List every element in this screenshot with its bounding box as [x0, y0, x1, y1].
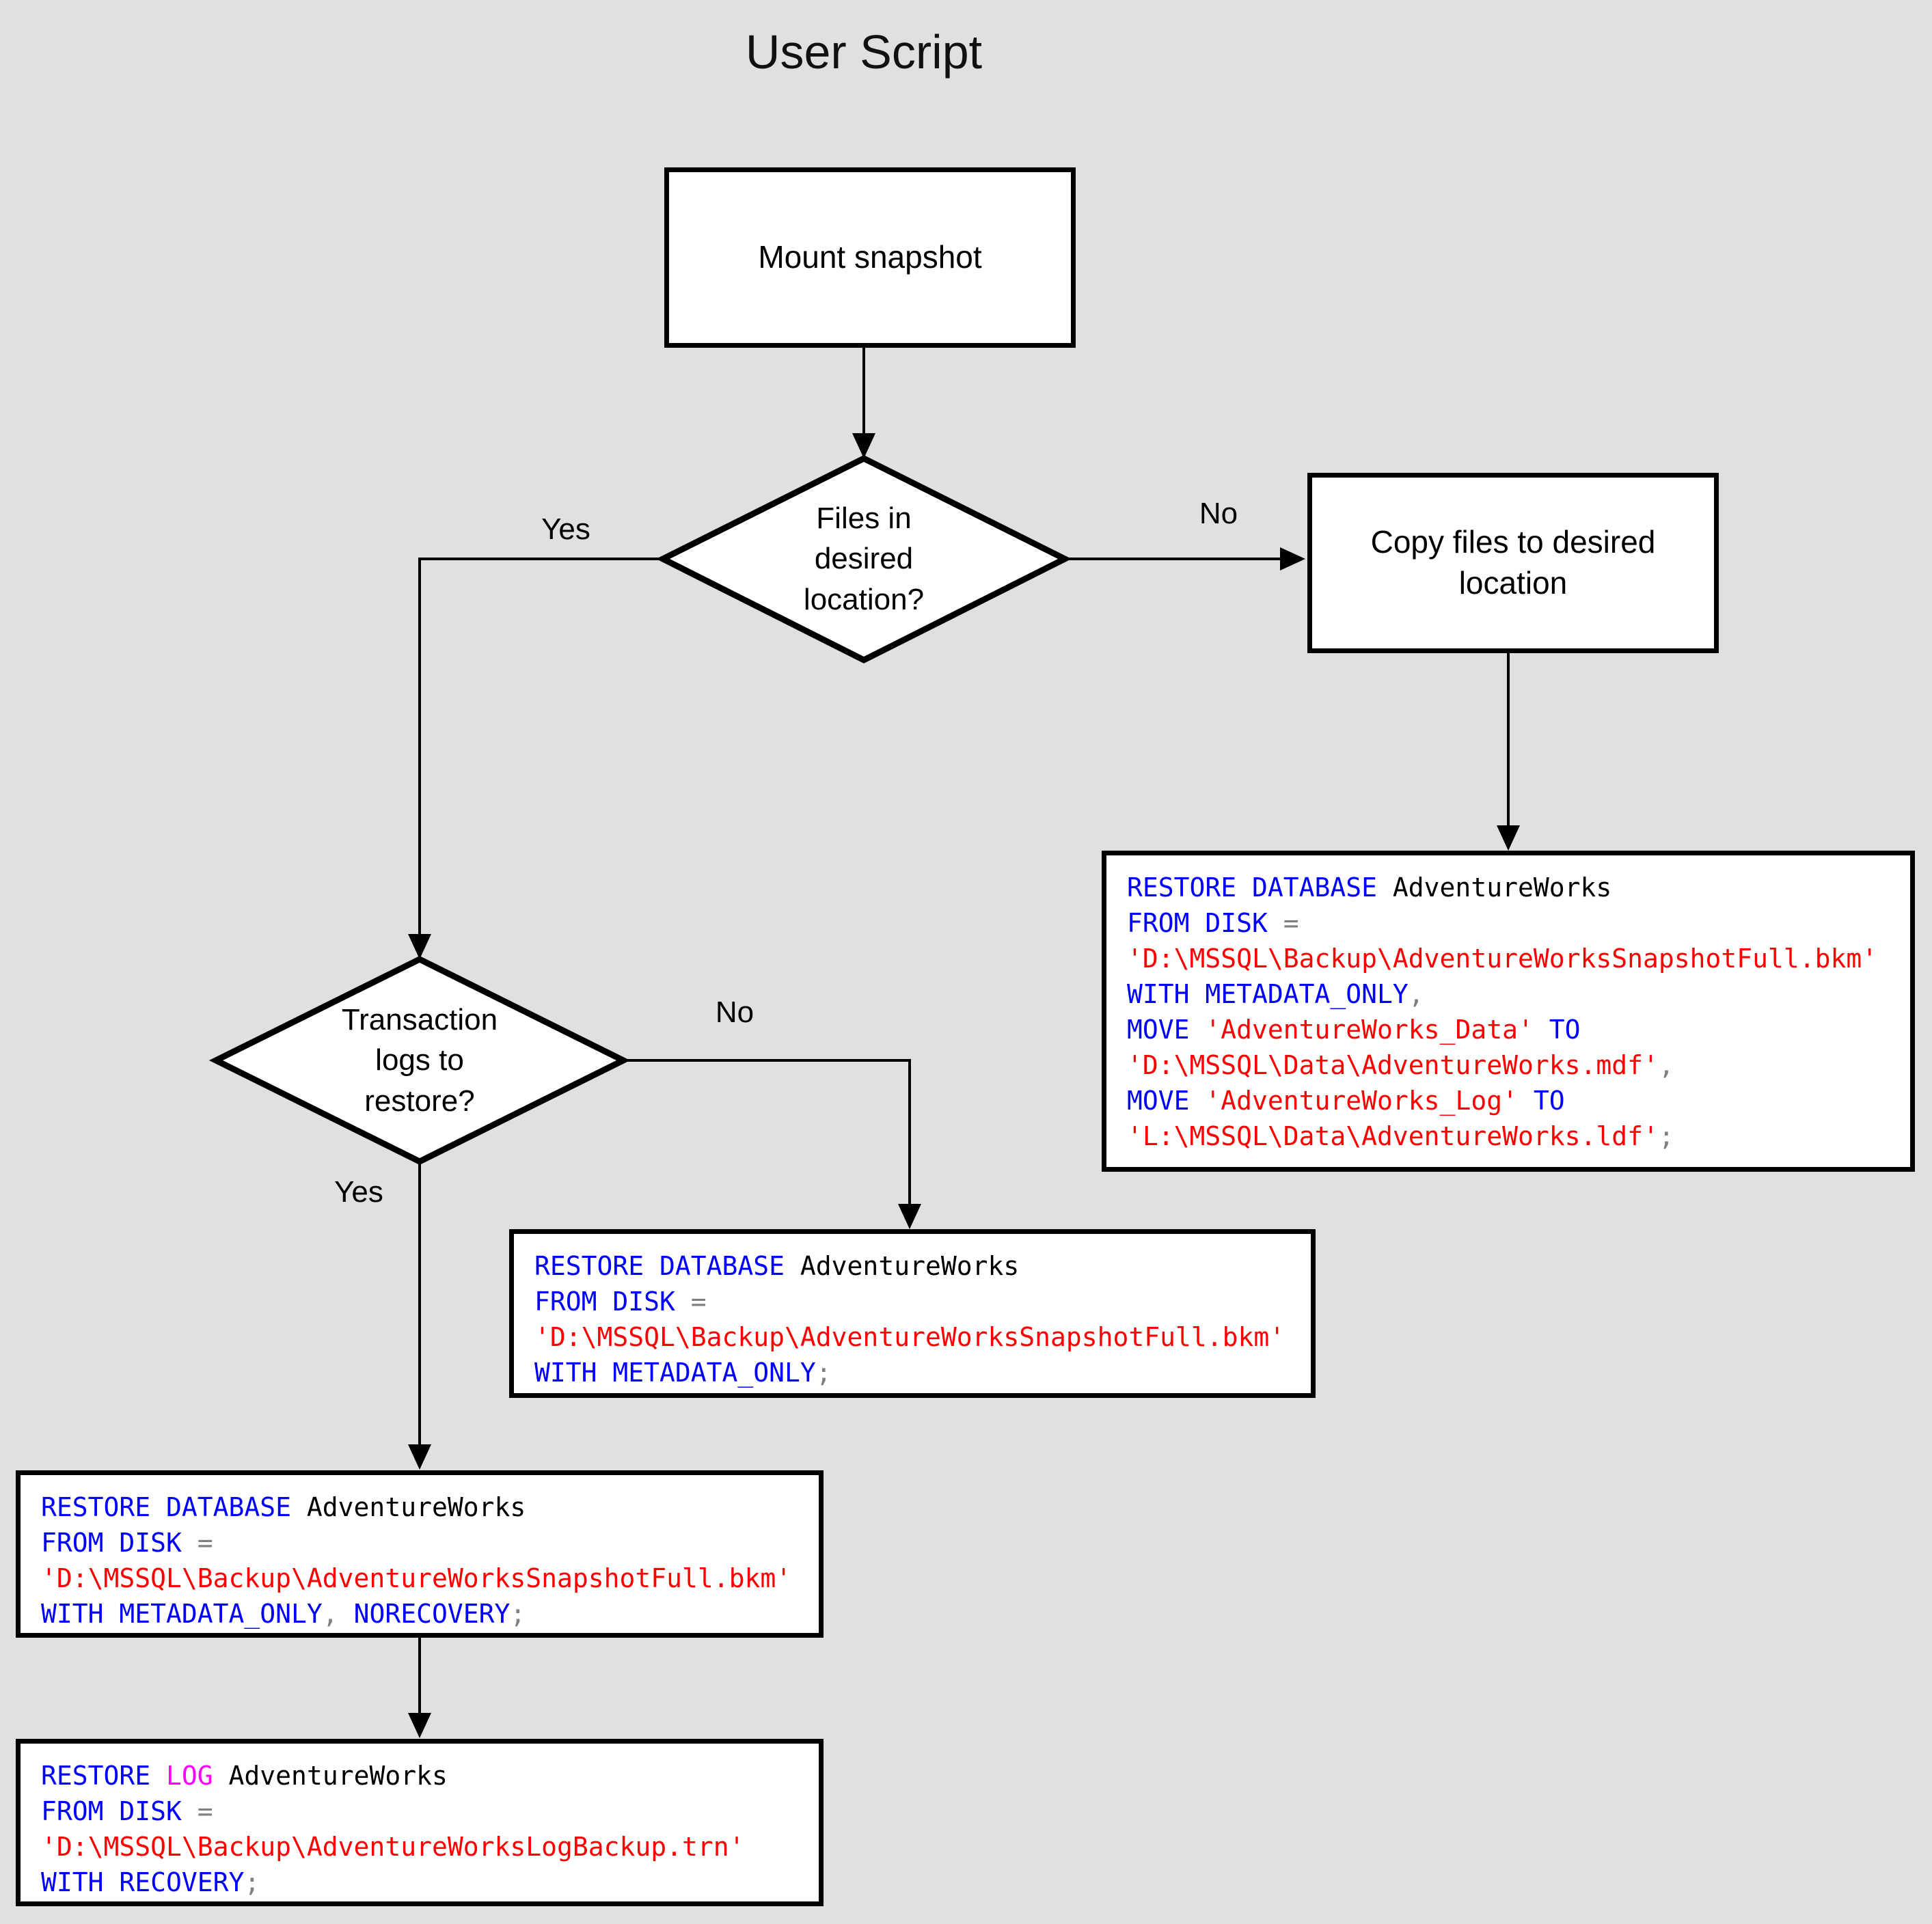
files-decision-diamond — [655, 454, 1072, 664]
code-line: RESTORE DATABASE AdventureWorks — [534, 1251, 1020, 1281]
arrow-logs-no — [623, 1059, 911, 1207]
node-copy-files-label: Copy files to desired location — [1370, 524, 1656, 601]
code-line: WITH METADATA_ONLY, NORECOVERY; — [41, 1599, 526, 1629]
edge-label-logs-yes: Yes — [334, 1175, 383, 1209]
code-line: 'D:\MSSQL\Data\AdventureWorks.mdf', — [1127, 1050, 1674, 1080]
code-line: 'D:\MSSQL\Backup\AdventureWorksSnapshotF… — [41, 1563, 792, 1593]
arrowhead-logs-yes — [408, 1444, 431, 1470]
edge-label-logs-no: No — [715, 995, 754, 1029]
files-decision-label: Files in desired location? — [803, 501, 925, 616]
code-line: MOVE 'AdventureWorks_Data' TO — [1127, 1015, 1581, 1045]
arrowhead-files-no — [1280, 547, 1305, 571]
node-copy-files: Copy files to desired location — [1307, 473, 1719, 653]
arrowhead-logs-no — [898, 1204, 921, 1229]
code-line: WITH RECOVERY; — [41, 1867, 260, 1897]
code-line: 'D:\MSSQL\Backup\AdventureWorksLogBackup… — [41, 1832, 745, 1862]
code-line: 'L:\MSSQL\Data\AdventureWorks.ldf'; — [1127, 1121, 1674, 1151]
node-mount-snapshot-label: Mount snapshot — [758, 239, 982, 275]
code-line: FROM DISK = — [1127, 908, 1299, 938]
code-line: 'D:\MSSQL\Backup\AdventureWorksSnapshotF… — [1127, 944, 1878, 974]
code-line: 'D:\MSSQL\Backup\AdventureWorksSnapshotF… — [534, 1322, 1285, 1352]
edge-label-files-yes: Yes — [541, 512, 590, 546]
arrowhead-files-yes — [408, 934, 431, 959]
arrow-files-yes — [418, 558, 663, 937]
node-mount-snapshot: Mount snapshot — [664, 167, 1076, 348]
code-line: WITH METADATA_ONLY, — [1127, 979, 1424, 1009]
logs-decision-diamond — [208, 955, 631, 1166]
page-title: User Script — [745, 25, 983, 79]
logs-decision-label: Transaction logs to restore? — [341, 1002, 498, 1118]
code-line: WITH METADATA_ONLY; — [534, 1358, 832, 1388]
code-line: RESTORE LOG AdventureWorks — [41, 1761, 448, 1791]
edge-label-files-no: No — [1199, 497, 1238, 530]
code-line: RESTORE DATABASE AdventureWorks — [41, 1492, 526, 1522]
arrowhead-mount-to-files-decision — [852, 433, 875, 458]
code-line: MOVE 'AdventureWorks_Log' TO — [1127, 1086, 1565, 1116]
code-line: FROM DISK = — [534, 1287, 707, 1317]
code-line: FROM DISK = — [41, 1796, 213, 1826]
arrowhead-copy-to-code — [1497, 825, 1520, 851]
arrowhead-norecovery-to-log — [408, 1713, 431, 1738]
code-line: RESTORE DATABASE AdventureWorks — [1127, 872, 1612, 903]
code-line: FROM DISK = — [41, 1528, 213, 1558]
